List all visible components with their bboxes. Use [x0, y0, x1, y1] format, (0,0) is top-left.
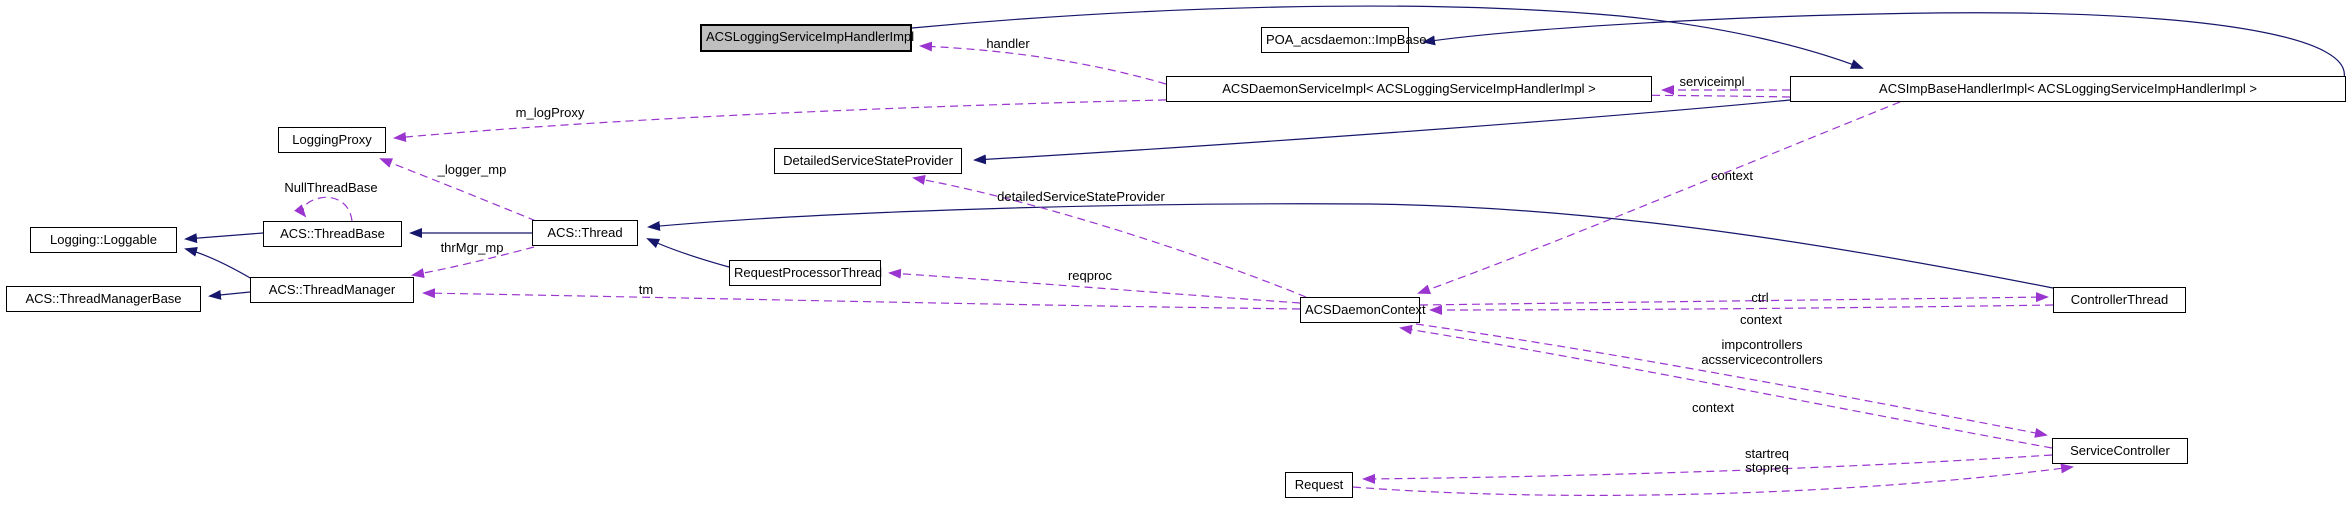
node-servicecontroller[interactable]: ServiceController [2052, 438, 2188, 464]
edge-label-detailedservicestateprovider: detailedServiceStateProvider [997, 189, 1165, 204]
node-acsloggingserviceimphandlerimpl: ACSLoggingServiceImpHandlerImpl [700, 24, 914, 52]
edge-use-context-from-controllerthread [1429, 304, 2054, 315]
edge-use-handler [919, 41, 1167, 85]
edge-label-handler: handler [986, 36, 1030, 51]
node-acsdaemoncontext[interactable]: ACSDaemonContext [1300, 297, 1426, 323]
edge-use-stopreq [1352, 463, 2074, 496]
edge-label-stopreq: stopreq [1745, 460, 1789, 475]
edge-use-mlogproxy [393, 94, 1791, 142]
edge-use-ctrl [1419, 292, 2049, 306]
edge-inherit-threadbase-to-loggable [184, 232, 264, 244]
edge-use-nullthreadbase-loop [294, 196, 353, 222]
edge-inherit-threadmanager-to-threadmanagerbase [208, 289, 251, 300]
edge-label-thrmgr-mp: thrMgr_mp [440, 240, 504, 255]
edge-label-impcontrollers: impcontrollers [1721, 337, 1803, 352]
edge-inherit-loggingimp-to-impbasehandler [911, 5, 1864, 69]
edge-inherit-impbasehandler-to-poaimpbase [1422, 12, 2345, 79]
edge-label-startreq: startreq [1744, 446, 1790, 461]
edge-label-tm: tm [638, 282, 654, 297]
edge-use-startreq [1362, 454, 2053, 484]
node-poa-acsdaemon-impbase[interactable]: POA_acsdaemon::ImpBase [1261, 27, 1426, 53]
node-acs-threadmanagerbase[interactable]: ACS::ThreadManagerBase [6, 286, 201, 312]
edge-label-context-servicecontroller: context [1692, 400, 1734, 415]
edge-use-impcontrollers [1415, 323, 2048, 438]
node-requestprocessorthread[interactable]: RequestProcessorThread [729, 260, 882, 286]
edge-label-reqproc: reqproc [1067, 268, 1113, 283]
edge-use-context-from-servicecontroller [1399, 324, 2053, 449]
edge-inherit-impbasehandler-to-detailedssp [973, 99, 1791, 165]
edge-label-logger-mp: _logger_mp [437, 162, 507, 177]
edge-label-context-controllerthread: context [1740, 312, 1782, 327]
edge-use-context-from-impbasehandler [1417, 101, 1901, 295]
edge-inherit-threadmanager-to-loggable [184, 246, 253, 280]
edge-use-tm [422, 288, 1301, 310]
edge-use-reqproc [888, 268, 1301, 304]
node-acs-thread[interactable]: ACS::Thread [532, 220, 638, 246]
edge-use-thrmgrmp [411, 246, 535, 278]
edge-label-acsservicecontrollers: acsservicecontrollers [1701, 352, 1823, 367]
edge-use-detailedssp [912, 175, 1307, 298]
edge-label-nullthreadbase: NullThreadBase [284, 180, 378, 195]
node-controllerthread[interactable]: ControllerThread [2053, 287, 2186, 313]
node-loggingproxy[interactable]: LoggingProxy [278, 127, 386, 153]
edge-label-context-impbasehandler: context [1711, 168, 1753, 183]
edge-label-serviceimpl: serviceimpl [1679, 74, 1745, 89]
node-logging-loggable[interactable]: Logging::Loggable [30, 227, 177, 253]
edge-label-m-logproxy: m_logProxy [515, 105, 585, 120]
node-detailedservicestateprovider[interactable]: DetailedServiceStateProvider [774, 148, 962, 174]
node-request[interactable]: Request [1285, 472, 1353, 498]
node-acsdaemonserviceimpl[interactable]: ACSDaemonServiceImpl< ACSLoggingServiceI… [1166, 76, 1652, 102]
node-acs-threadbase[interactable]: ACS::ThreadBase [263, 221, 402, 247]
edge-inherit-reqprocthread-to-thread [646, 238, 730, 268]
node-acs-threadmanager[interactable]: ACS::ThreadManager [250, 277, 414, 303]
edge-inherit-controllerthread-to-thread [647, 203, 2054, 289]
node-acsimpbasehandlerimpl[interactable]: ACSImpBaseHandlerImpl< ACSLoggingService… [1790, 76, 2346, 102]
edge-use-loggermp [379, 158, 537, 222]
edge-label-ctrl: ctrl [1751, 290, 1769, 305]
